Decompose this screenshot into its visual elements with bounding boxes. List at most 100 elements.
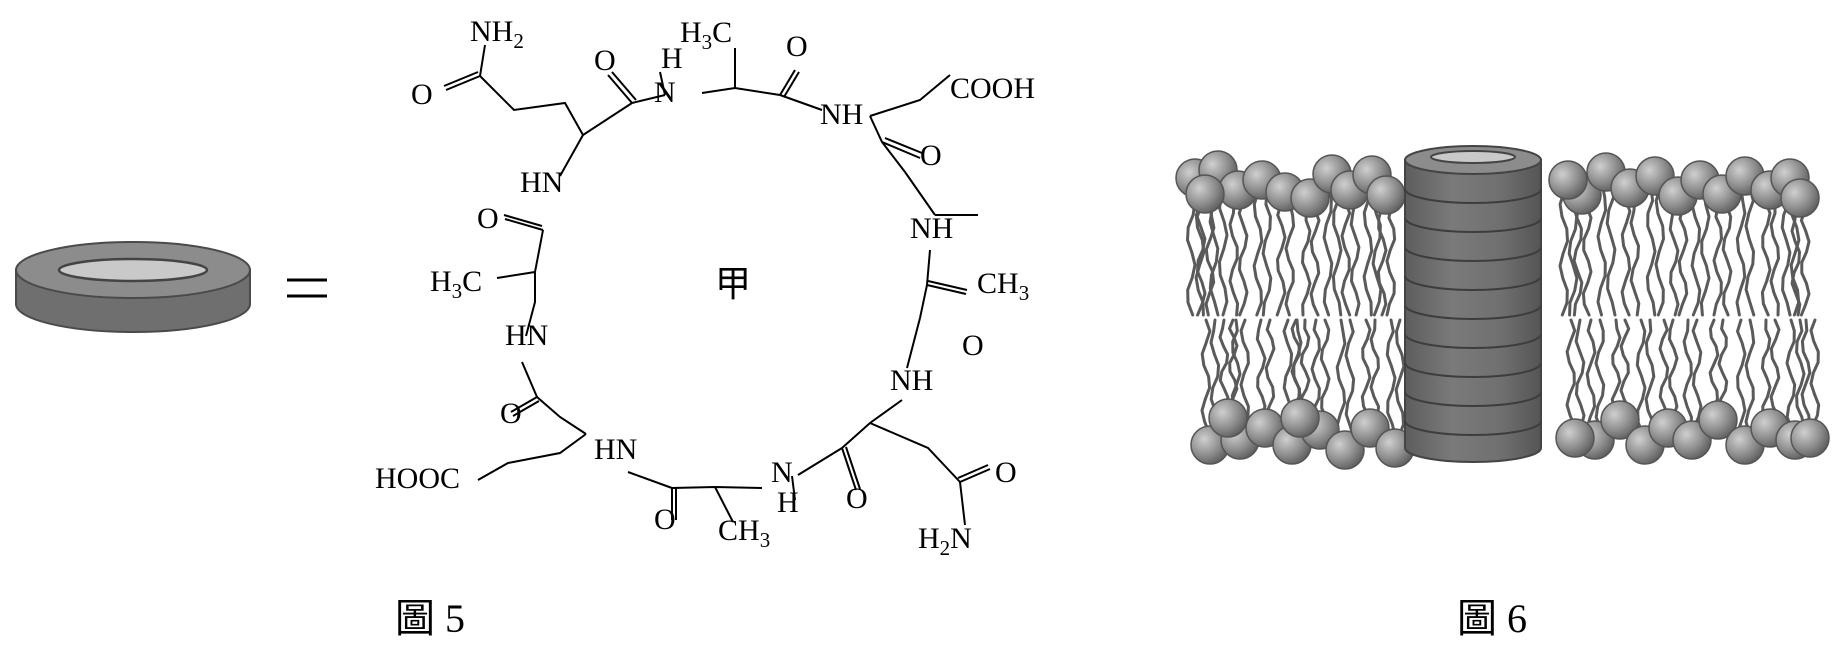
lipid-head (1208, 398, 1248, 438)
lipid-tail (1585, 318, 1597, 430)
ring-band (1404, 304, 1542, 320)
lipid-tail (1708, 318, 1720, 410)
ring-band (1404, 333, 1542, 349)
lipid-tail (1800, 318, 1812, 428)
lipid-tail (1620, 198, 1632, 317)
lipid-tail (1712, 204, 1724, 317)
lipid-tail (1668, 206, 1680, 317)
lipid-tail (1785, 318, 1797, 430)
ring-band (1404, 217, 1542, 233)
lipid-tail (1690, 190, 1702, 317)
lipid-tails (1185, 180, 1821, 440)
carboxyl-cooh-label: COOH (950, 72, 1035, 105)
lipid-tail (1369, 318, 1381, 418)
carbonyl-o-label: O (411, 78, 433, 111)
figure5-caption: 圖 5 (395, 596, 465, 641)
ring-band (1404, 391, 1542, 407)
lipid-tail (1331, 184, 1343, 317)
lipid-tail (1645, 186, 1657, 317)
lipid-tail (1322, 184, 1334, 317)
lipid-tail (1319, 318, 1331, 420)
equals-sign (287, 278, 327, 298)
lipid-bilayer (1175, 150, 1830, 470)
lipid-tail (1594, 318, 1606, 430)
lipid-tail (1340, 200, 1352, 317)
ring-band (1404, 362, 1542, 378)
amide-h-label: H (777, 486, 799, 519)
peptide-bonds (443, 44, 991, 526)
lipid-tail (1204, 204, 1216, 317)
lipid-tail (1721, 204, 1733, 317)
lipid-tail (1581, 205, 1593, 317)
lipid-head (1698, 400, 1738, 440)
lipid-tail (1195, 204, 1207, 317)
lipid-tail (1799, 208, 1811, 317)
lipid-tail (1344, 318, 1356, 440)
lipid-tail (1310, 318, 1321, 420)
lipid-tail (1699, 190, 1711, 317)
lipid-tail (1394, 318, 1406, 438)
lipid-tail (1261, 190, 1273, 317)
carbonyl-o-label: O (477, 202, 499, 235)
methyl-h3c-label: H3C (430, 265, 482, 303)
ring-band (1404, 246, 1542, 262)
lipid-tail (1760, 318, 1772, 418)
amide-n-label: N (771, 456, 793, 489)
lipid-head (1185, 174, 1225, 214)
carbonyl-o-label: O (654, 503, 676, 536)
lipid-head (1780, 178, 1820, 218)
ring-center-label: 甲 (715, 264, 751, 305)
nanotube-channel (1404, 145, 1542, 463)
lipid-head (1366, 175, 1406, 215)
amide-hn-label: HN (505, 319, 548, 352)
lipid-tail (1185, 188, 1197, 317)
lipid-tail (1227, 318, 1239, 408)
lipid-tail (1605, 182, 1617, 317)
lipid-tail (1654, 186, 1666, 317)
carbonyl-o-label: O (846, 482, 868, 515)
methyl-ch3-label: CH3 (718, 514, 770, 552)
lipid-tail (1228, 200, 1240, 317)
ring-band (1404, 188, 1542, 204)
lipid-tail (1252, 190, 1264, 317)
lipid-tail (1644, 318, 1656, 435)
amine-h2n-label: H2N (918, 522, 972, 560)
lipid-head (1280, 398, 1320, 438)
lipid-tail (1769, 200, 1781, 317)
lipid-tail (1360, 318, 1372, 418)
amide-nh2-label: NH2 (470, 15, 524, 53)
lipid-tail (1610, 318, 1622, 410)
ring-band (1404, 420, 1542, 436)
lipid-tail (1255, 318, 1267, 418)
lipid-tail (1735, 186, 1747, 317)
methyl-h3c-label: H3C (680, 16, 732, 54)
stacked-ring-bands (1404, 188, 1542, 436)
lipid-tail (1629, 198, 1641, 317)
lipid-tail (1275, 202, 1287, 317)
methyl-ch3-label: CH3 (977, 267, 1029, 305)
lipid-tail (1677, 206, 1689, 317)
lipid-tail (1596, 182, 1608, 317)
lipid-tail (1744, 318, 1756, 435)
lipid-tail (1558, 190, 1570, 317)
lipid-tail (1760, 200, 1772, 317)
carbonyl-o-label: O (920, 139, 942, 172)
lipid-tail (1809, 318, 1821, 428)
lipid-head (1555, 418, 1595, 458)
lipid-tail (1385, 205, 1397, 317)
amide-hn-label: HN (594, 433, 637, 466)
lipid-tail (1200, 318, 1212, 435)
lipid-tail (1574, 318, 1586, 428)
ring-band (1404, 275, 1542, 291)
lipid-tail (1619, 318, 1631, 410)
carbonyl-o-label: O (500, 397, 522, 430)
lipid-tail (1735, 318, 1747, 435)
lipid-head (1600, 400, 1640, 440)
lipid-tail (1376, 205, 1388, 317)
cyclic-peptide-ring-icon (15, 241, 251, 333)
lipid-tail (1218, 318, 1230, 408)
lipid-head (1790, 418, 1830, 458)
lipid-tail (1362, 185, 1374, 317)
amide-hn-label: HN (520, 166, 563, 199)
